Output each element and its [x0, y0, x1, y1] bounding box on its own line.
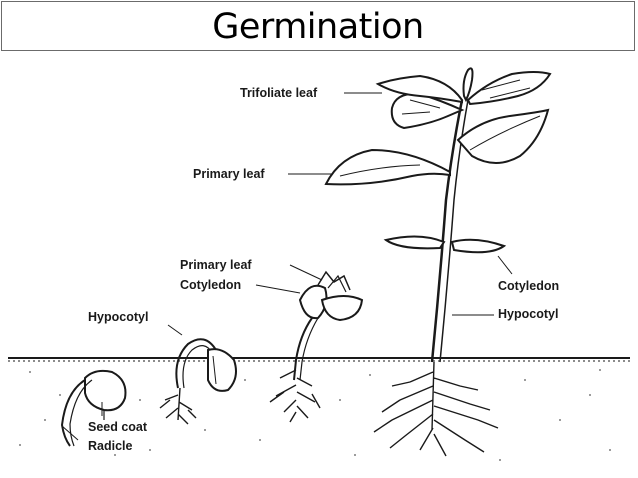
label-hypocotyl-left: Hypocotyl	[88, 310, 148, 324]
soil-surface	[8, 357, 630, 362]
stage-seedling	[269, 270, 364, 423]
stage-hook	[159, 338, 237, 425]
label-primary-leaf-mature: Primary leaf	[193, 167, 265, 181]
label-trifoliate-leaf: Trifoliate leaf	[240, 86, 318, 100]
label-radicle: Radicle	[88, 439, 133, 453]
label-hypocotyl-mature: Hypocotyl	[498, 307, 558, 321]
title-bar: Germination	[1, 1, 635, 51]
leader-lines	[61, 92, 513, 441]
label-seed-coat: Seed coat	[88, 420, 148, 434]
stage-mature-plant	[324, 67, 552, 457]
label-primary-leaf-seedling: Primary leaf	[180, 258, 252, 272]
label-cotyledon-seedling: Cotyledon	[180, 278, 241, 292]
label-cotyledon-mature: Cotyledon	[498, 279, 559, 293]
page-title: Germination	[212, 7, 424, 47]
stage-seed	[60, 369, 127, 447]
